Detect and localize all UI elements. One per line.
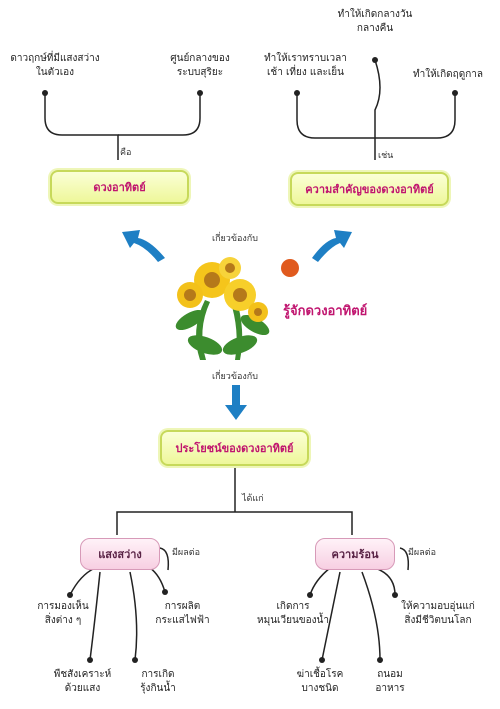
heat-pill: ความร้อน (315, 538, 395, 570)
importance-box: ความสำคัญของดวงอาทิตย์ (290, 172, 449, 206)
line-1: พืชสังเคราะห์ (53, 669, 112, 680)
line-1: เกิดการ (276, 601, 310, 612)
line-1: ทำให้เกิดฤดูกาล (413, 69, 483, 80)
connector-label-is: คือ (120, 148, 132, 158)
center-title: รู้จักดวงอาทิตย์ (283, 304, 368, 319)
line-2: สิ่งต่าง ๆ (44, 615, 82, 626)
connector-label-include: ได้แก่ (242, 494, 264, 504)
relation-label-lower: เกี่ยวข้องกับ (212, 372, 258, 382)
line-2: รุ้งกินน้ำ (140, 683, 176, 694)
heat-item-warmth: ให้ความอบอุ่นแก่ สิ่งมีชีวิตบนโลก (378, 600, 498, 628)
line-1: ศูนย์กลางของ (170, 53, 230, 64)
importance-item-time: ทำให้เราทราบเวลา เช้า เที่ยง และเย็น (248, 52, 363, 80)
sun-box: ดวงอาทิตย์ (50, 170, 189, 204)
line-2: อาหาร (375, 683, 405, 694)
relation-label-upper: เกี่ยวข้องกับ (212, 234, 258, 244)
orange-dot (281, 259, 299, 277)
definition-item-center: ศูนย์กลางของ ระบบสุริยะ (145, 52, 255, 80)
line-2: ด้วยแสง (64, 683, 101, 694)
importance-item-seasons: ทำให้เกิดฤดูกาล (398, 68, 498, 82)
arrow-up-left (122, 230, 165, 262)
heat-item-food: ถนอม อาหาร (360, 668, 420, 696)
arrows (122, 230, 352, 420)
line-2: กระแสไฟฟ้า (155, 615, 210, 626)
connector-label-such-as: เช่น (378, 151, 394, 161)
line-2: ในตัวเอง (35, 67, 75, 78)
line-2: สิ่งมีชีวิตบนโลก (404, 615, 472, 626)
light-effect-label: มีผลต่อ (172, 548, 200, 558)
arrow-down (225, 385, 247, 420)
line-1: ทำให้เกิดกลางวัน (337, 9, 413, 20)
line-2: หมุนเวียนของน้ำ (257, 615, 329, 626)
line-1: การมองเห็น (37, 601, 89, 612)
line-2: บางชนิด (301, 683, 339, 694)
line-1: ถนอม (377, 669, 403, 680)
definition-item-star: ดาวฤกษ์ที่มีแสงสว่าง ในตัวเอง (0, 52, 110, 80)
light-item-vision: การมองเห็น สิ่งต่าง ๆ (18, 600, 108, 628)
line-1: ฆ่าเชื้อโรค (296, 669, 344, 680)
light-item-electricity: การผลิต กระแสไฟฟ้า (140, 600, 225, 628)
importance-item-daynight: ทำให้เกิดกลางวัน กลางคืน (315, 8, 435, 36)
heat-effect-label: มีผลต่อ (408, 548, 436, 558)
heat-item-water-cycle: เกิดการ หมุนเวียนของน้ำ (238, 600, 348, 628)
sunflower-illustration (175, 257, 270, 360)
light-pill: แสงสว่าง (80, 538, 160, 570)
line-2: ระบบสุริยะ (176, 67, 224, 78)
arrow-up-right (312, 230, 352, 262)
line-1: การผลิต (164, 601, 201, 612)
line-1: ดาวฤกษ์ที่มีแสงสว่าง (10, 53, 100, 64)
line-1: ทำให้เราทราบเวลา (264, 53, 347, 64)
line-1: การเกิด (141, 669, 175, 680)
benefits-box: ประโยชน์ของดวงอาทิตย์ (160, 430, 309, 466)
line-1: ให้ความอบอุ่นแก่ (401, 601, 475, 612)
heat-item-germs: ฆ่าเชื้อโรค บางชนิด (280, 668, 360, 696)
light-item-photosynthesis: พืชสังเคราะห์ ด้วยแสง (35, 668, 130, 696)
line-2: กลางคืน (356, 23, 394, 34)
line-2: เช้า เที่ยง และเย็น (267, 67, 344, 78)
light-item-rainbow: การเกิด รุ้งกินน้ำ (118, 668, 198, 696)
